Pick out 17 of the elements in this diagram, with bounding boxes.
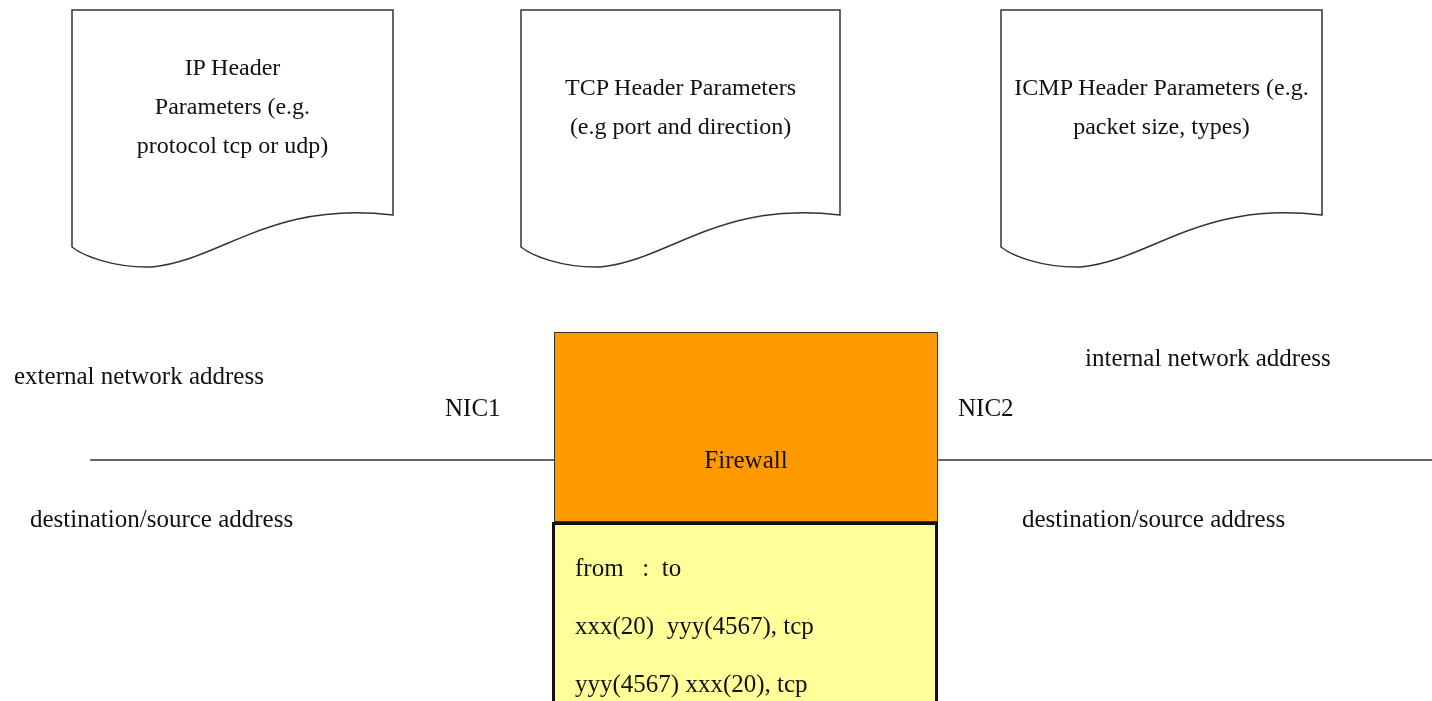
annotation-text: external network address	[14, 362, 264, 390]
annotation-text: destination/source address	[1022, 505, 1286, 533]
network-line	[89, 459, 555, 461]
rule-text: xxx(20) yyy(4567), tcp	[575, 611, 815, 642]
rule-table-box	[552, 522, 938, 701]
rule-text: from : to	[575, 553, 683, 583]
firewall-box	[554, 332, 938, 522]
annotation-text: internal network address	[1085, 344, 1331, 372]
annotation-text: NIC2	[958, 394, 1014, 422]
annotation-text: NIC1	[445, 394, 501, 422]
document-text: TCP Header Parameters (e.g port and direction)	[564, 73, 797, 141]
network-line	[937, 459, 1432, 461]
rule-text: yyy(4567) xxx(20), tcp	[575, 669, 809, 700]
document-text: ICMP Header Parameters (e.g. packet size, types)	[1013, 73, 1310, 141]
document-text: IP Header Parameters (e.g. protocol tcp or udp)	[135, 53, 330, 160]
annotation-text: destination/source address	[30, 505, 294, 533]
firewall-label: Firewall	[704, 446, 788, 474]
